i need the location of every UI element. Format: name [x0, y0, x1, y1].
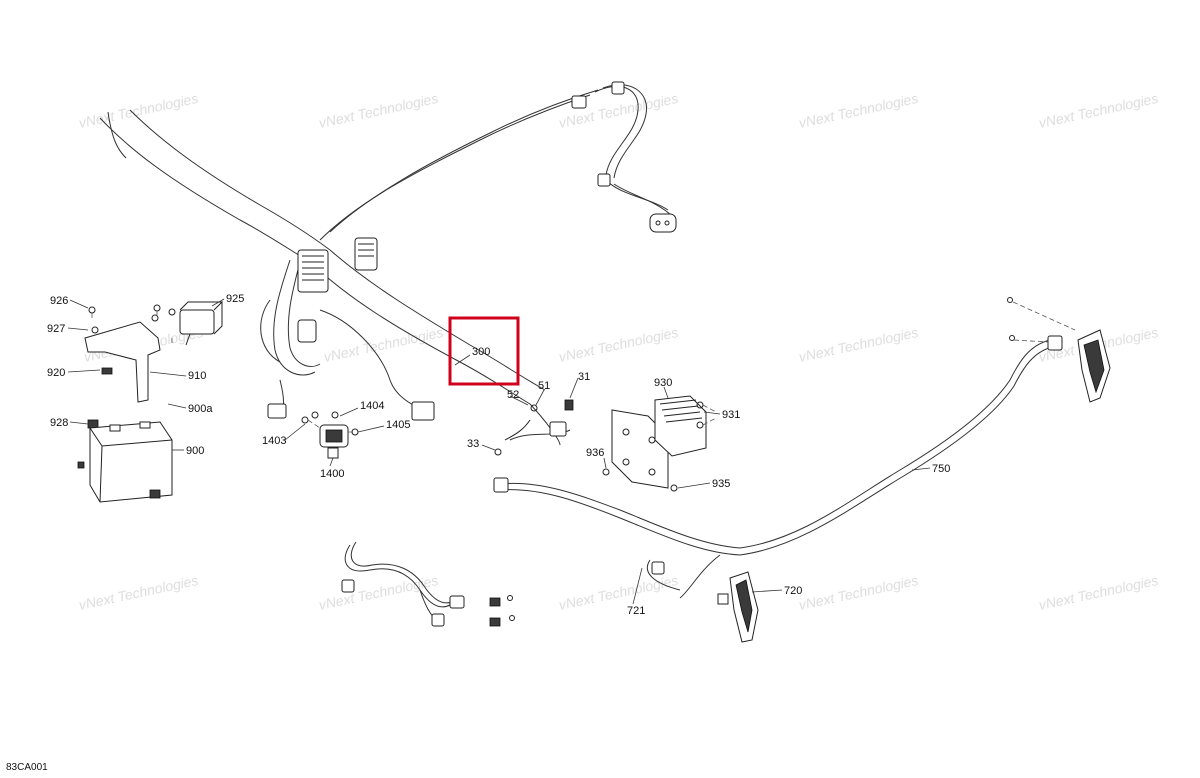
- callout-926: 926: [50, 295, 68, 307]
- leader-lines: [67, 298, 931, 605]
- harness-connectors: [267, 81, 677, 437]
- center-fasteners: [494, 399, 574, 456]
- callout-51: 51: [538, 380, 550, 392]
- watermark: vNext Technologies: [77, 90, 199, 131]
- callout-931: 931: [722, 409, 740, 421]
- callout-928: 928: [50, 417, 68, 429]
- watermark: vNext Technologies: [1037, 572, 1159, 613]
- main-harness: [99, 84, 673, 446]
- callout-1405: 1405: [386, 419, 410, 431]
- callout-910: 910: [188, 370, 206, 382]
- callout-31: 31: [578, 371, 590, 383]
- callout-750: 750: [932, 463, 950, 475]
- callout-52: 52: [507, 389, 519, 401]
- watermarks: vNext Technologies vNext Technologies vN…: [77, 90, 1159, 613]
- callout-936: 936: [586, 447, 604, 459]
- control-module-930: [602, 395, 717, 492]
- callout-1400: 1400: [320, 468, 344, 480]
- battery-assembly: [77, 301, 224, 503]
- callout-labels: 926 925 927 910 920 900a 928 900 1404 14…: [47, 293, 950, 617]
- callout-900a: 900a: [188, 403, 213, 415]
- watermark: vNext Technologies: [1037, 90, 1159, 131]
- callout-920: 920: [47, 367, 65, 379]
- watermark: vNext Technologies: [322, 324, 444, 365]
- callout-930: 930: [654, 377, 672, 389]
- lower-harness: [341, 541, 515, 627]
- tail-light-720: [717, 571, 759, 643]
- callout-900: 900: [186, 445, 204, 457]
- drawing-code: 83CA001: [6, 762, 48, 773]
- callout-33: 33: [467, 438, 479, 450]
- callout-935: 935: [712, 478, 730, 490]
- watermark: vNext Technologies: [557, 572, 679, 613]
- callout-925: 925: [226, 293, 244, 305]
- rear-harness-750: [493, 297, 1076, 599]
- watermark: vNext Technologies: [797, 90, 919, 131]
- callout-721: 721: [627, 605, 645, 617]
- callout-1404: 1404: [360, 400, 384, 412]
- watermark: vNext Technologies: [797, 324, 919, 365]
- callout-300: 300: [472, 346, 490, 358]
- highlight-box: [448, 316, 520, 386]
- tail-light-upper: [1077, 329, 1111, 403]
- watermark: vNext Technologies: [77, 572, 199, 613]
- solenoid-1400: [301, 411, 359, 459]
- callout-720: 720: [784, 585, 802, 597]
- watermark: vNext Technologies: [557, 324, 679, 365]
- callout-927: 927: [47, 323, 65, 335]
- watermark: vNext Technologies: [797, 572, 919, 613]
- watermark: vNext Technologies: [317, 90, 439, 131]
- callout-1403: 1403: [262, 435, 286, 447]
